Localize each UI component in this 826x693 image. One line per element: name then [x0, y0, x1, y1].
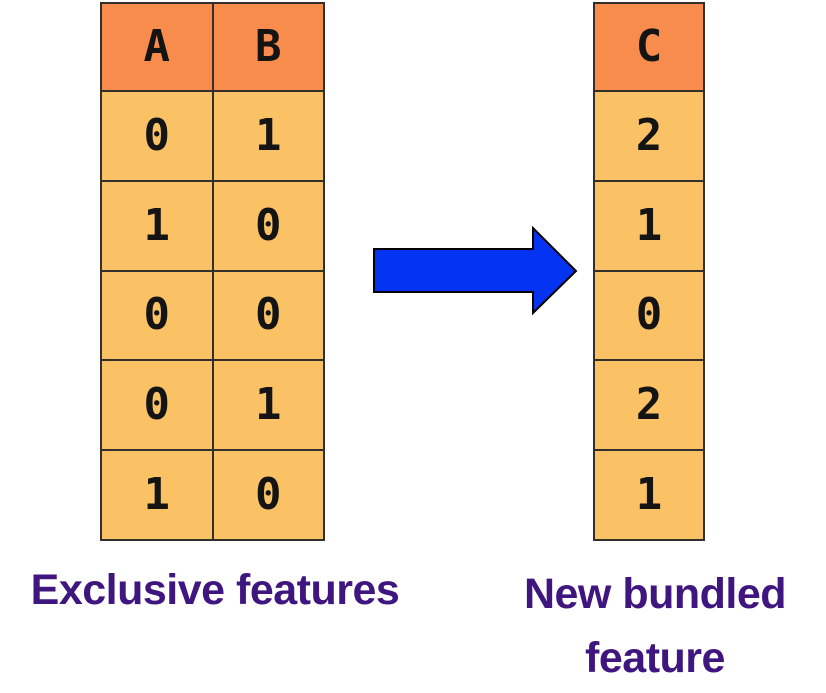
table-cell: 1 — [213, 361, 323, 450]
table-cell: 0 — [213, 451, 323, 539]
table-header-cell: C — [595, 4, 703, 90]
table-cell: 1 — [595, 451, 703, 539]
table-cell: 1 — [213, 92, 323, 180]
table-cell: 0 — [595, 271, 703, 360]
table-cell: 2 — [595, 361, 703, 450]
right-caption-line1: New bundled — [523, 570, 787, 618]
right-arrow-icon — [370, 222, 582, 320]
table-cell: 2 — [595, 92, 703, 180]
table-header-cell: B — [213, 4, 323, 90]
table-header-cell: A — [102, 4, 212, 90]
table-cell: 1 — [102, 181, 212, 270]
table-cell: 0 — [213, 181, 323, 270]
bundled-feature-table: C 2 1 0 2 1 — [593, 2, 705, 541]
table-cell: 1 — [595, 181, 703, 270]
table-cell: 1 — [102, 451, 212, 539]
table-cell: 0 — [102, 361, 212, 450]
table-cell: 0 — [102, 271, 212, 360]
right-caption-line2: feature — [585, 634, 725, 682]
left-table-caption: Exclusive features — [30, 566, 400, 614]
right-table-caption: New bundled feature — [488, 562, 822, 690]
table-cell: 0 — [213, 271, 323, 360]
table-cell: 0 — [102, 92, 212, 180]
exclusive-features-table: A B 0 1 1 0 0 0 0 1 1 0 — [100, 2, 325, 541]
